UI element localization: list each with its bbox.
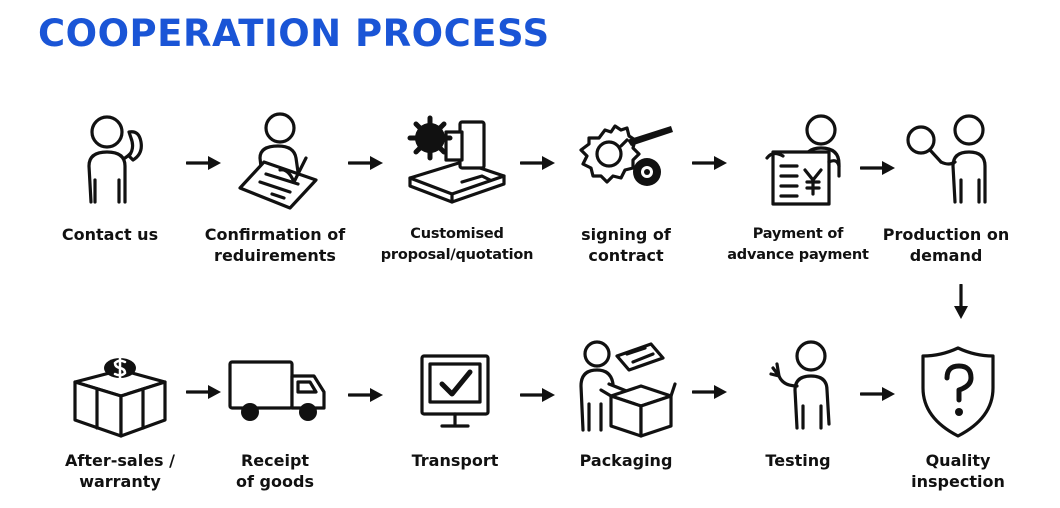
arrow-right-icon <box>520 388 555 402</box>
arrow-right-icon <box>692 385 727 399</box>
step-label: After-sales /warranty <box>65 451 175 491</box>
shield-question-icon <box>921 346 995 438</box>
step-packaging: Packaging <box>541 340 711 470</box>
packing-box-icon <box>579 340 677 438</box>
step-label: Contact us <box>61 225 159 244</box>
gears-pen-icon <box>579 124 673 186</box>
arrow-right-icon <box>860 387 895 401</box>
machine-gear-icon <box>407 115 506 204</box>
arrow-down-icon <box>954 284 968 319</box>
monitor-check-icon <box>420 354 490 428</box>
waving-person-icon <box>769 340 831 430</box>
step-after-sales-warranty: After-sales /warranty <box>35 340 205 491</box>
arrow-right-icon <box>348 156 383 170</box>
phone-call-icon <box>87 115 143 204</box>
step-contact-us: Contact us <box>25 110 195 244</box>
step-transport: Transport <box>370 340 540 470</box>
arrow-right-icon <box>348 388 383 402</box>
step-label: Packaging <box>579 451 673 470</box>
step-label: Testing <box>765 451 831 470</box>
dollar-box-icon <box>73 356 167 438</box>
delivery-truck-icon <box>228 360 326 421</box>
arrow-right-icon <box>520 156 555 170</box>
page-title: COOPERATION PROCESS <box>38 12 550 55</box>
arrow-right-icon <box>692 156 727 170</box>
step-testing: Testing <box>713 340 883 470</box>
step-label: Transport <box>411 451 499 470</box>
signing-document-icon <box>238 112 318 210</box>
arrow-right-icon <box>186 156 221 170</box>
arrow-right-icon <box>186 385 221 399</box>
yen-payment-icon <box>765 114 841 206</box>
arrow-right-icon <box>860 161 895 175</box>
magnifier-person-icon <box>906 114 987 204</box>
